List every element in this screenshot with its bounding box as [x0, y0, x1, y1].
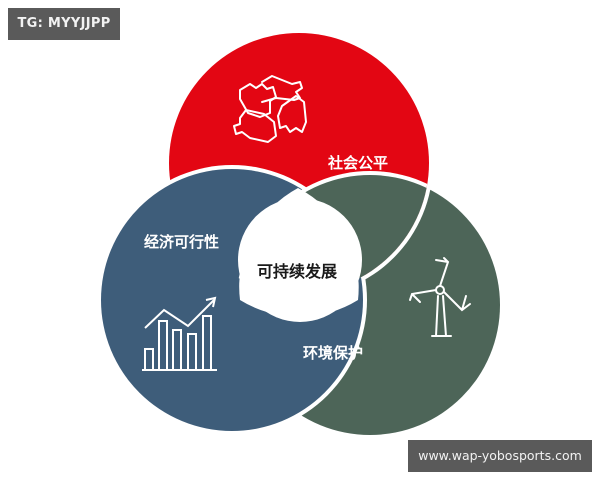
- wind-turbine-icon: [409, 257, 471, 337]
- economic-viability-label: 经济可行性: [144, 233, 220, 251]
- bar-chart-growth-icon: [142, 296, 217, 371]
- social-equity-label: 社会公平: [328, 154, 389, 172]
- environment-label: 环境保护: [303, 344, 364, 362]
- watermark-top-left: TG: MYYJJPP: [8, 8, 120, 40]
- joined-hands-icon: [233, 75, 307, 143]
- center-label: 可持续发展: [257, 262, 338, 281]
- watermark-bottom-right: www.wap-yobosports.com: [408, 440, 592, 472]
